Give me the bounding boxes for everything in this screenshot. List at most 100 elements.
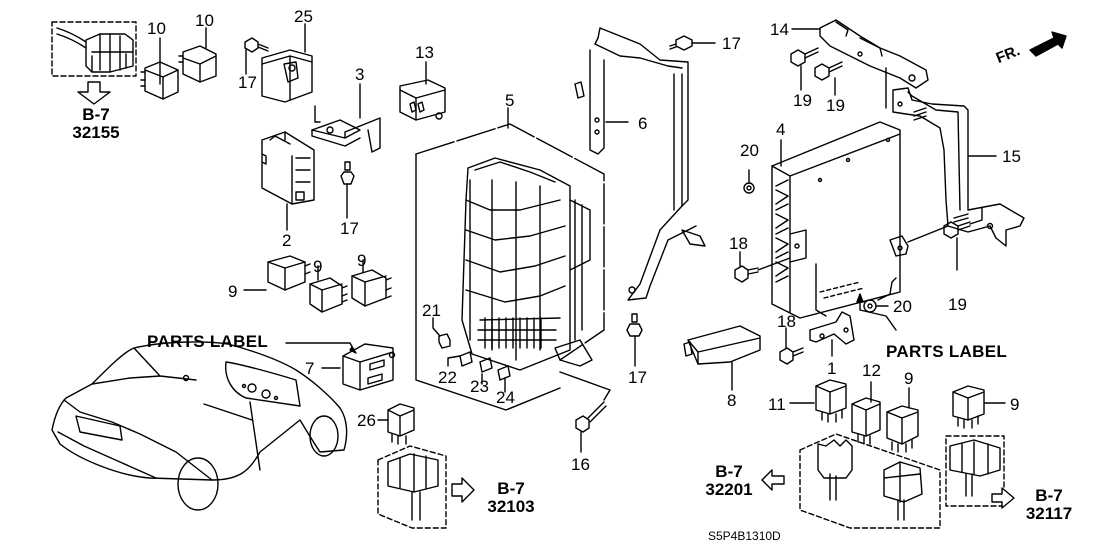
callout-9[interactable]: 9 — [1010, 395, 1020, 414]
reference-number: 32103 — [487, 497, 535, 516]
fuse-24[interactable] — [497, 365, 511, 381]
relay-11[interactable] — [815, 379, 847, 423]
callout-17[interactable]: 17 — [340, 219, 359, 238]
callout-9[interactable]: 9 — [228, 282, 238, 301]
relay-9d[interactable] — [886, 405, 919, 453]
ecu-4[interactable] — [771, 121, 909, 319]
callout-3[interactable]: 3 — [355, 65, 365, 84]
callout-19[interactable]: 19 — [793, 91, 812, 110]
fuse-box-5[interactable] — [415, 123, 605, 411]
relay-9c[interactable] — [351, 269, 392, 307]
callout-9[interactable]: 9 — [313, 257, 323, 276]
reference-section: B-7 — [497, 479, 525, 498]
callout-25[interactable]: 25 — [294, 7, 313, 26]
fuse-23[interactable] — [479, 357, 493, 373]
bolt-19c[interactable] — [943, 207, 983, 239]
callout-16[interactable]: 16 — [571, 455, 590, 474]
connector-32201[interactable] — [799, 433, 941, 529]
part-2-module[interactable] — [261, 131, 315, 205]
connector-32117[interactable] — [945, 435, 1005, 507]
callout-10[interactable]: 10 — [195, 11, 214, 30]
arrowhead-icon — [856, 293, 864, 303]
callout-15[interactable]: 15 — [1002, 147, 1021, 166]
callout-14[interactable]: 14 — [770, 20, 789, 39]
parts-label-text: PARTS LABEL — [147, 332, 269, 351]
callout-1[interactable]: 1 — [827, 359, 837, 378]
reference-32201[interactable]: B-7 32201 — [696, 463, 762, 499]
reference-section: B-7 — [715, 462, 743, 481]
callout-10[interactable]: 10 — [147, 19, 166, 38]
arrow-right-icon — [451, 477, 475, 503]
callout-18[interactable]: 18 — [729, 234, 748, 253]
relay-26[interactable] — [387, 403, 415, 445]
callout-13[interactable]: 13 — [415, 43, 434, 62]
callout-6[interactable]: 6 — [638, 114, 648, 133]
bracket-1[interactable] — [809, 263, 855, 345]
part-7-module[interactable] — [342, 343, 396, 391]
callout-20[interactable]: 20 — [740, 141, 759, 160]
leader-16-top — [559, 371, 611, 401]
bolt-17c[interactable] — [340, 161, 355, 185]
relay-9b[interactable] — [309, 277, 348, 313]
callout-17[interactable]: 17 — [628, 368, 647, 387]
fuse-22[interactable] — [459, 351, 473, 367]
callout-26[interactable]: 26 — [357, 411, 376, 430]
relay-10a[interactable] — [140, 61, 179, 100]
callout-21[interactable]: 21 — [422, 301, 441, 320]
bolt-17d[interactable] — [626, 313, 643, 337]
nut-20a[interactable] — [743, 182, 755, 194]
fuse-21[interactable] — [438, 333, 451, 349]
callout-4[interactable]: 4 — [776, 120, 786, 139]
callout-20[interactable]: 20 — [893, 297, 912, 316]
relay-12[interactable] — [851, 397, 881, 445]
leader-21 — [432, 317, 441, 337]
connector-32103[interactable] — [377, 445, 447, 529]
nut-20b[interactable] — [863, 299, 877, 313]
callout-2[interactable]: 2 — [282, 231, 292, 250]
callout-9[interactable]: 9 — [357, 251, 367, 270]
bolt-19a[interactable] — [790, 47, 819, 67]
callout-17[interactable]: 17 — [722, 34, 741, 53]
reference-32117[interactable]: B-7 32117 — [1016, 487, 1082, 523]
part-13-module[interactable] — [399, 79, 446, 121]
callout-22[interactable]: 22 — [438, 368, 457, 387]
callout-17[interactable]: 17 — [238, 73, 257, 92]
arrow-right-icon — [991, 487, 1015, 509]
callout-7[interactable]: 7 — [305, 359, 315, 378]
bolt-18b[interactable] — [779, 347, 804, 365]
bracket-15[interactable] — [892, 87, 1025, 247]
bolt-18a[interactable] — [734, 257, 791, 283]
callout-8[interactable]: 8 — [727, 391, 737, 410]
callout-18[interactable]: 18 — [777, 312, 796, 331]
leader-parts-label-right — [859, 297, 897, 331]
relay-9e[interactable] — [952, 385, 985, 429]
relay-9a[interactable] — [267, 255, 311, 291]
reference-32155[interactable]: B-7 32155 — [66, 106, 126, 142]
bolt-17b[interactable] — [669, 35, 693, 51]
bolt-16[interactable] — [575, 401, 607, 433]
callout-5[interactable]: 5 — [505, 91, 515, 110]
bolt-17a[interactable] — [244, 37, 269, 53]
part-25-module[interactable] — [261, 49, 313, 103]
relay-10b[interactable] — [178, 45, 217, 83]
callout-19[interactable]: 19 — [826, 96, 845, 115]
reference-32103[interactable]: B-7 32103 — [478, 480, 544, 516]
reference-number: 32117 — [1025, 504, 1073, 523]
callout-19[interactable]: 19 — [948, 295, 967, 314]
callout-9[interactable]: 9 — [904, 369, 914, 388]
callout-11[interactable]: 11 — [768, 395, 786, 414]
bracket-6[interactable] — [574, 27, 706, 301]
callout-12[interactable]: 12 — [862, 361, 881, 380]
reference-number: 32155 — [72, 123, 120, 142]
bolt-19b[interactable] — [814, 61, 843, 81]
reference-number: 32201 — [705, 480, 753, 499]
callout-23[interactable]: 23 — [470, 377, 489, 396]
bracket-14[interactable] — [819, 19, 929, 89]
part-8-module[interactable] — [683, 325, 761, 365]
arrow-left-icon — [761, 469, 785, 491]
arrow-down-icon — [77, 81, 111, 105]
callout-24[interactable]: 24 — [496, 388, 515, 407]
connector-32155[interactable] — [51, 21, 137, 77]
bracket-3[interactable] — [311, 105, 381, 153]
